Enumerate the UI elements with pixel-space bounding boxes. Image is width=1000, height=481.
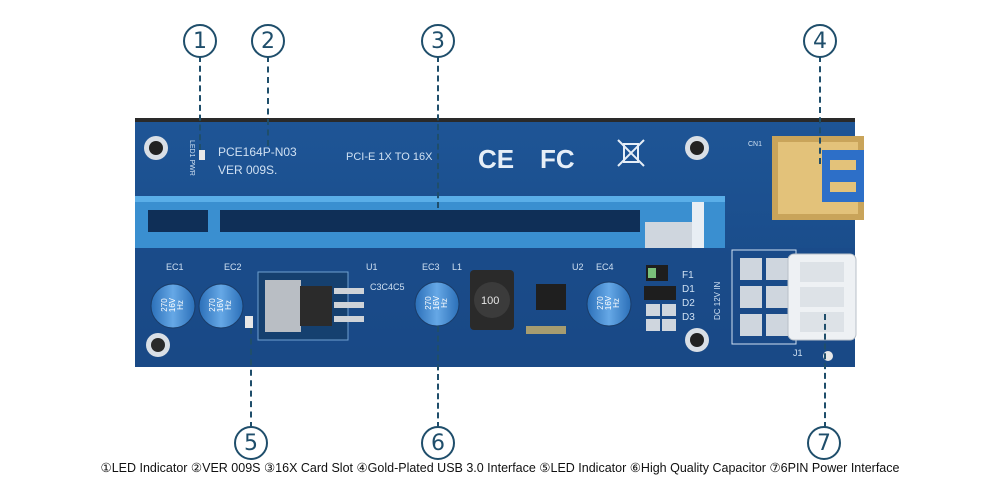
leader-line-6	[437, 326, 439, 428]
cap-hz: Hz	[440, 298, 449, 308]
cn1-label: CN1	[748, 141, 762, 148]
pcie-x16-slot	[135, 196, 725, 248]
inductor-l1	[470, 270, 514, 330]
ce-mark: CE	[478, 144, 514, 174]
cap-hz: Hz	[176, 300, 185, 310]
fc-mark: FC	[540, 144, 575, 174]
c3c4c5-label: C3C4C5	[370, 282, 405, 292]
l1-label: L1	[452, 262, 462, 272]
callout-6: 6	[421, 426, 455, 460]
callout-5: 5	[234, 426, 268, 460]
diodes-block	[644, 265, 676, 331]
d3-label: D3	[682, 312, 695, 323]
inductor-value: 100	[481, 295, 499, 307]
leader-line-3	[437, 56, 439, 208]
chip-u2	[536, 284, 566, 310]
dc12v-label: DC 12V IN	[713, 282, 722, 320]
callout-1: 1	[183, 24, 217, 58]
usb3-port	[772, 136, 864, 220]
leader-line-2	[267, 56, 269, 146]
capacitor-ec2	[198, 283, 244, 329]
weee-bin-icon	[617, 139, 645, 167]
mounting-holes	[144, 136, 709, 357]
board-model-text: PCE164P-N03	[218, 145, 297, 159]
callout-7: 7	[807, 426, 841, 460]
six-pin-power-connector	[731, 249, 857, 345]
leader-line-5	[250, 328, 252, 428]
callout-3: 3	[421, 24, 455, 58]
ec1-label: EC1	[166, 262, 184, 272]
board-slot-text: PCI-E 1X TO 16X	[346, 151, 433, 163]
d2-label: D2	[682, 298, 695, 309]
capacitor-text-ec4: 270 16V Hz	[596, 283, 621, 323]
d1-label: D1	[682, 284, 695, 295]
callout-2: 2	[251, 24, 285, 58]
j1-label: J1	[793, 348, 803, 358]
feature-caption: ①LED Indicator ②VER 009S ③16X Card Slot …	[100, 461, 900, 475]
ec2-label: EC2	[224, 262, 242, 272]
ec3-label: EC3	[422, 262, 440, 272]
leader-line-7	[824, 314, 826, 428]
smd-components	[526, 326, 566, 334]
led1	[199, 150, 205, 160]
capacitor-text-ec3: 270 16V Hz	[424, 283, 449, 323]
regulator-u1	[257, 271, 364, 341]
callout-4: 4	[803, 24, 837, 58]
led2	[245, 316, 253, 328]
capacitor-ec4	[586, 281, 632, 327]
board-top-edge	[135, 118, 855, 124]
capacitor-text-ec1: 270 16V Hz	[160, 285, 185, 325]
f1-label: F1	[682, 270, 694, 281]
u1-label: U1	[366, 262, 378, 272]
ec4-label: EC4	[596, 262, 614, 272]
led-label: LED1 PWR	[188, 140, 195, 176]
board-version-text: VER 009S.	[218, 163, 277, 177]
capacitor-ec1	[150, 283, 196, 329]
u2-label: U2	[572, 262, 584, 272]
capacitor-text-ec2: 270 16V Hz	[208, 285, 233, 325]
cap-hz: Hz	[612, 298, 621, 308]
leader-line-1	[199, 56, 201, 150]
leader-line-4	[819, 56, 821, 164]
cap-hz: Hz	[224, 300, 233, 310]
